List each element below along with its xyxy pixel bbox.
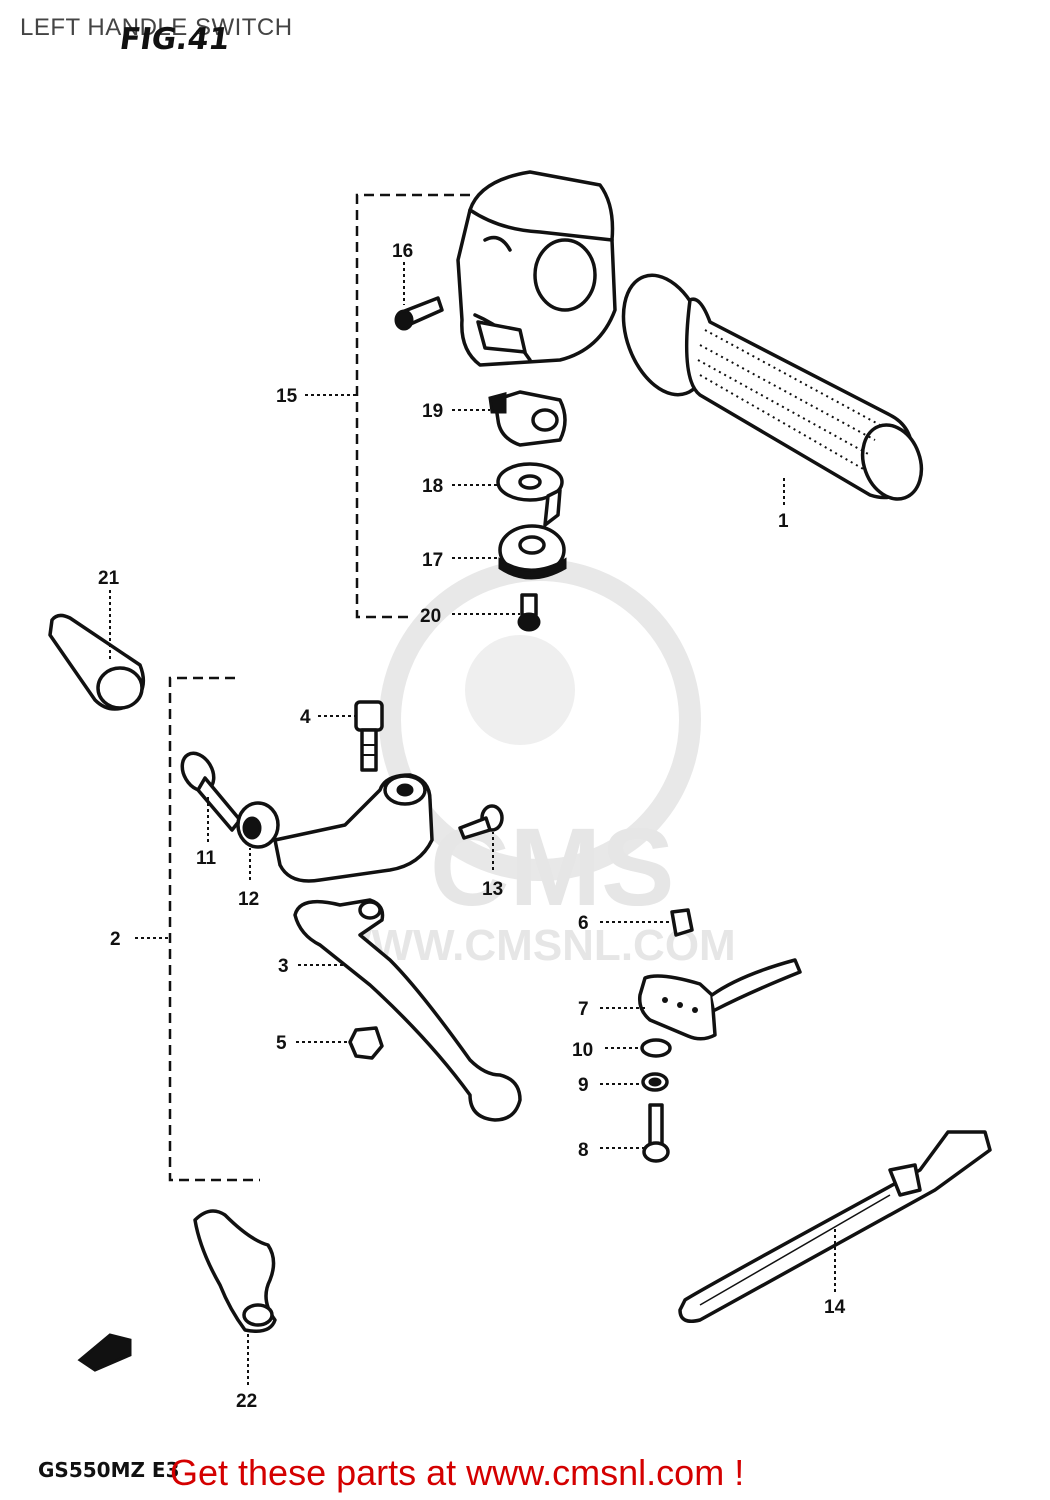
- washer-18: [496, 462, 564, 527]
- screw-8: [642, 1103, 670, 1163]
- callout-16: 16: [392, 241, 413, 262]
- callout-20: 20: [420, 606, 441, 627]
- callout-11: 11: [196, 848, 217, 869]
- screw-20: [517, 593, 541, 632]
- washer-9: [641, 1072, 669, 1092]
- boot-22: [193, 1209, 277, 1333]
- lever-bracket: [273, 773, 434, 883]
- switch-7: [637, 958, 802, 1041]
- buy-parts-link[interactable]: Get these parts at www.cmsnl.com !: [170, 1452, 745, 1493]
- page-title: LEFT HANDLE SWITCH: [20, 14, 293, 41]
- callout-labels: 1 2 3 4 5 6 7 8 9 10 11 12 13 14 15 16 1…: [98, 241, 846, 1412]
- callout-3: 3: [278, 956, 289, 977]
- group-15-bracket: [355, 193, 470, 619]
- cover-21: [48, 613, 146, 711]
- callout-19: 19: [422, 401, 443, 422]
- model-code: GS550MZ E3: [38, 1458, 180, 1482]
- switch-part-19: [488, 390, 567, 447]
- group-2-bracket: [168, 676, 260, 1182]
- handle-grip: [621, 273, 924, 501]
- callout-10: 10: [572, 1040, 593, 1061]
- callout-6: 6: [578, 913, 589, 934]
- screw-13: [458, 804, 504, 840]
- cable-tie-14: [678, 1130, 992, 1323]
- callout-8: 8: [578, 1140, 589, 1161]
- watermark-mascot-head: [465, 635, 575, 745]
- callout-2: 2: [110, 929, 121, 950]
- spacer-12: [236, 801, 280, 849]
- callout-13: 13: [482, 879, 503, 900]
- callout-9: 9: [578, 1075, 589, 1096]
- washer-10: [640, 1038, 672, 1058]
- callout-22: 22: [236, 1391, 257, 1412]
- bolt-4: [354, 700, 384, 772]
- switch-housing: [456, 170, 617, 367]
- callout-15: 15: [276, 386, 298, 407]
- callout-5: 5: [276, 1033, 287, 1054]
- callout-7: 7: [578, 999, 589, 1020]
- nut-5: [348, 1026, 384, 1060]
- callout-4: 4: [300, 707, 311, 728]
- callout-1: 1: [778, 511, 789, 532]
- clip-6: [670, 908, 694, 937]
- leader-lines: [109, 262, 836, 1385]
- callout-17: 17: [422, 550, 443, 571]
- callout-21: 21: [98, 568, 120, 589]
- callout-18: 18: [422, 476, 443, 497]
- bolt-11: [180, 751, 242, 832]
- front-arrow-icon: [77, 1333, 132, 1372]
- grommet-17: [498, 524, 567, 580]
- watermark-url: WWW.CMSNL.COM: [330, 921, 736, 970]
- callout-14: 14: [824, 1297, 846, 1318]
- screw-16: [394, 296, 444, 331]
- clutch-lever: [293, 898, 522, 1122]
- callout-12: 12: [238, 889, 259, 910]
